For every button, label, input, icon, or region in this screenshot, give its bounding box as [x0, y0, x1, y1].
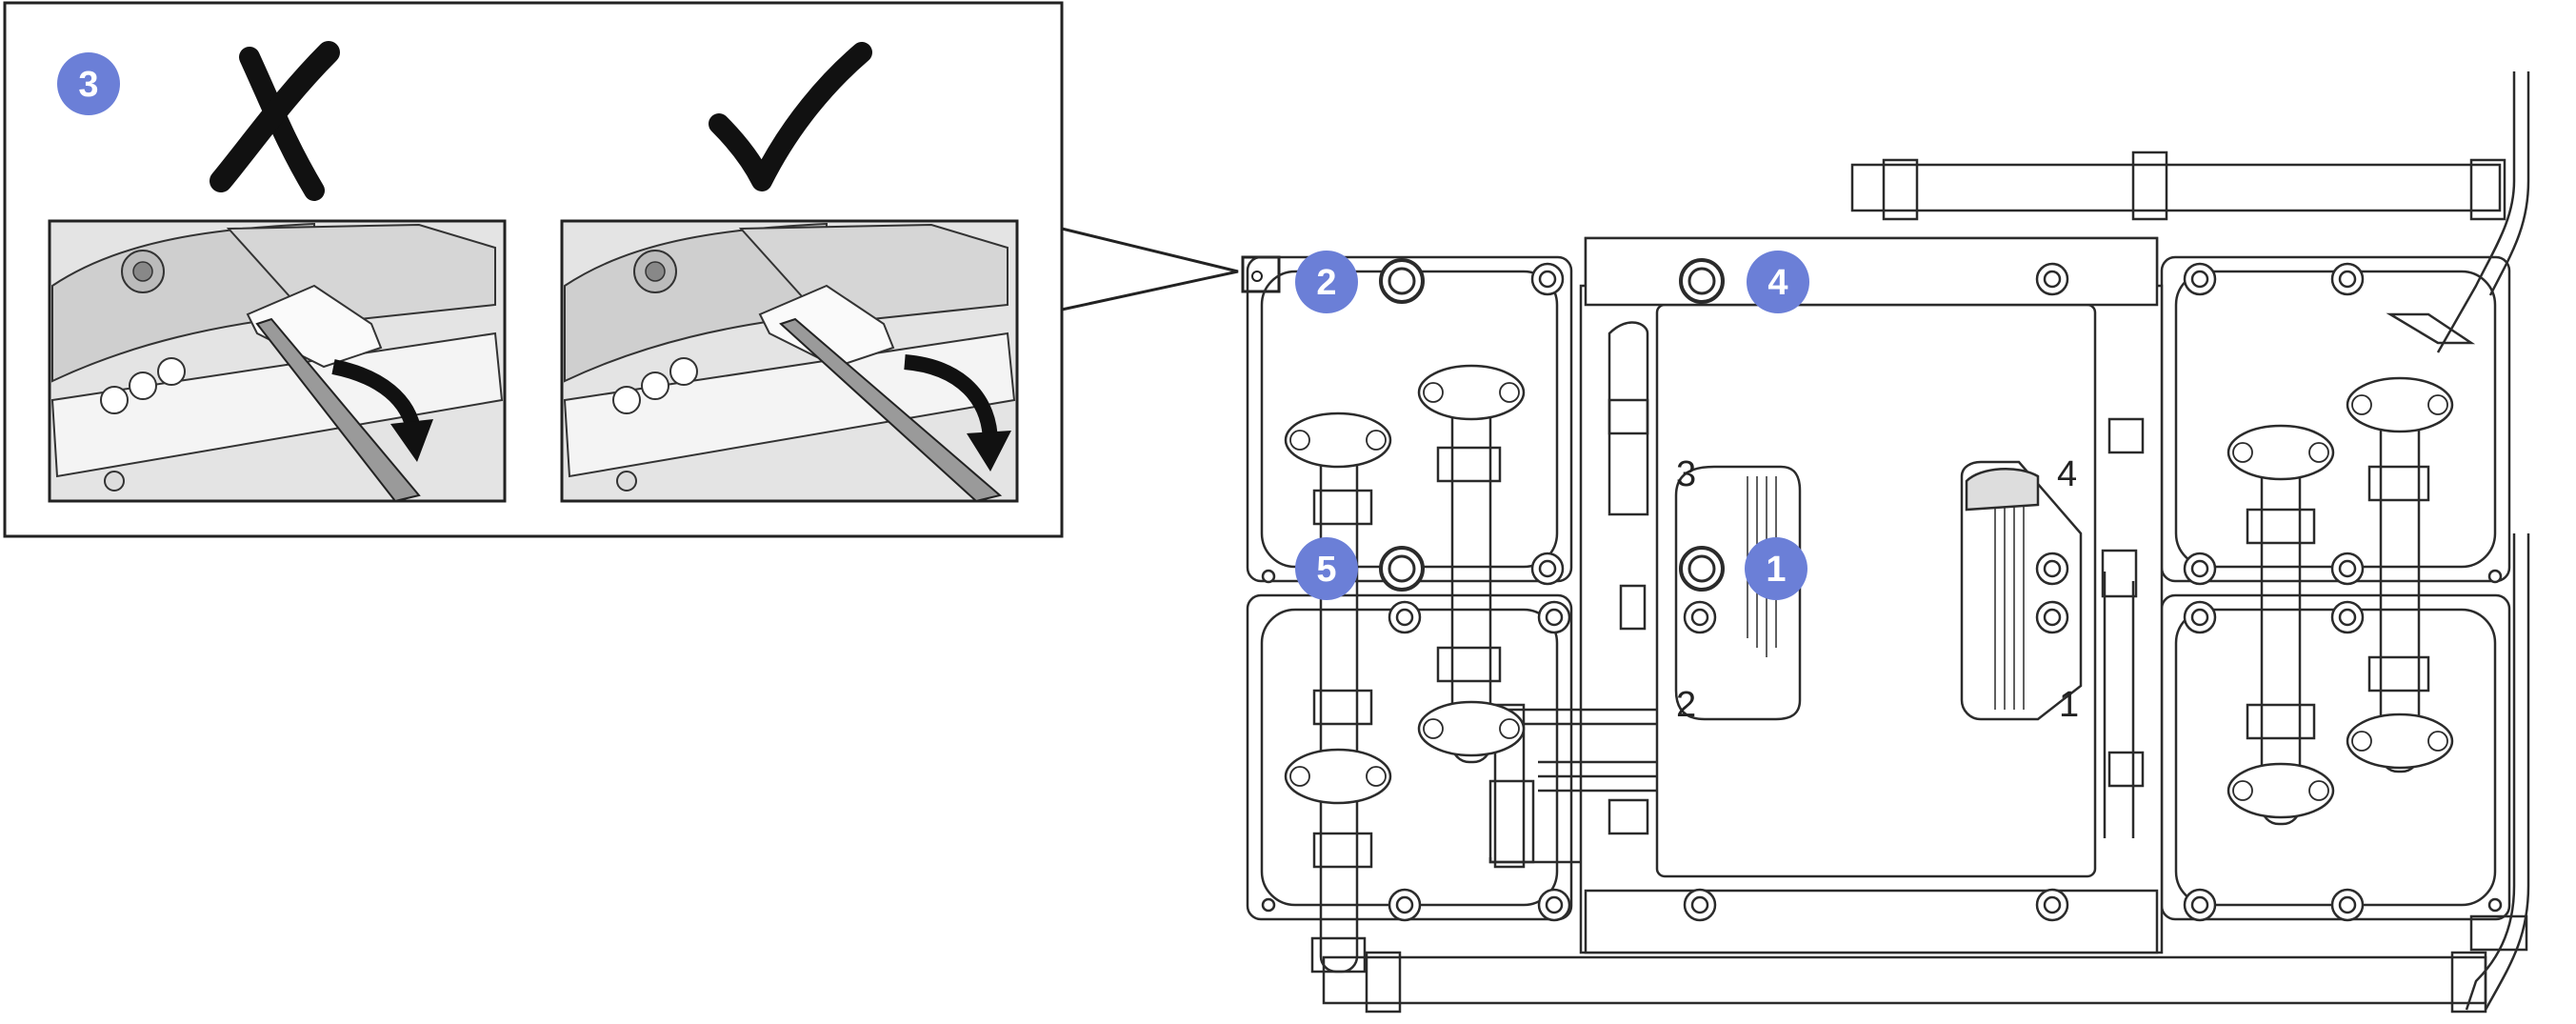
- cold-plate-assembly: [1246, 71, 2530, 1014]
- svg-text:2: 2: [1316, 263, 1336, 303]
- plate-screws: [1261, 262, 2503, 922]
- socket-labels: 3 4 2 1: [1676, 454, 2079, 725]
- wrong-method-illustration: [48, 219, 507, 503]
- svg-text:3: 3: [78, 65, 98, 105]
- correct-method-illustration: [560, 219, 1019, 503]
- highlighted-screws: [1379, 258, 1725, 592]
- tube-clamps: [1284, 364, 2454, 819]
- socket-label-4: 4: [2057, 454, 2077, 494]
- cross-mark-icon: [210, 41, 340, 201]
- socket-label-3: 3: [1676, 454, 1696, 494]
- callout-4: 4: [1747, 251, 1809, 313]
- callout-5: 5: [1295, 537, 1358, 600]
- socket-label-2: 2: [1676, 685, 1696, 725]
- socket-label-1: 1: [2059, 685, 2079, 725]
- callout-1: 1: [1745, 537, 1807, 600]
- callout-2: 2: [1295, 251, 1358, 313]
- svg-text:5: 5: [1316, 550, 1336, 590]
- inset-panel: [3, 1, 1281, 538]
- check-mark-icon: [709, 42, 872, 191]
- svg-text:1: 1: [1766, 550, 1786, 590]
- svg-text:4: 4: [1767, 263, 1787, 303]
- callout-3: 3: [57, 52, 120, 115]
